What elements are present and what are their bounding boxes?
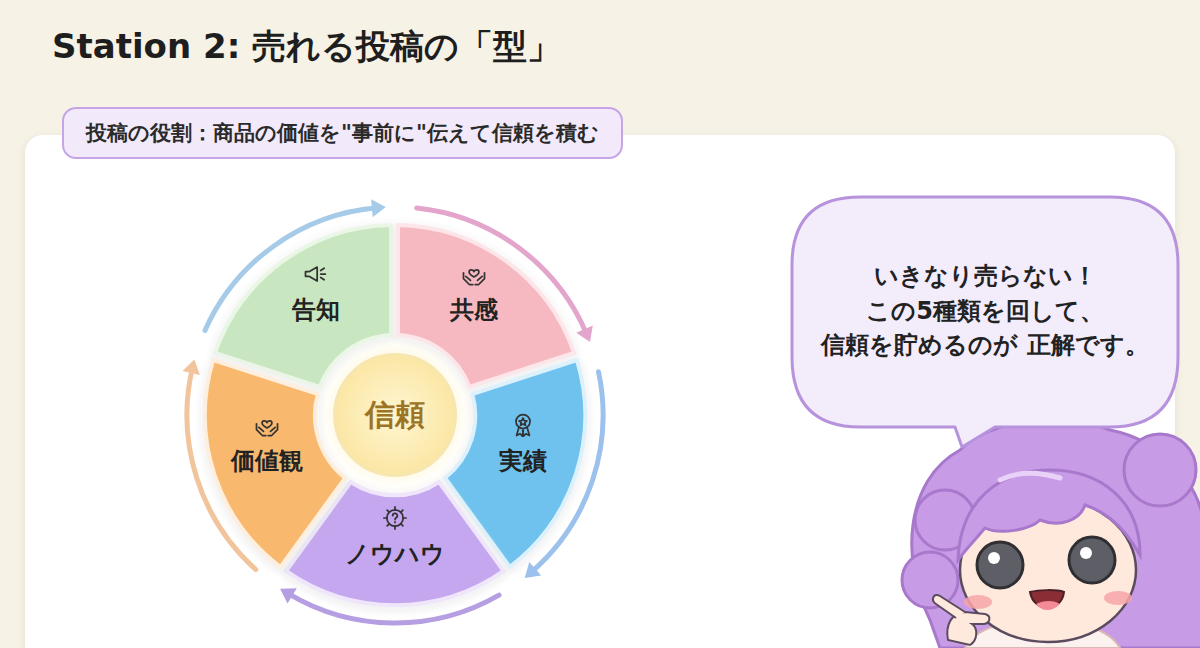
segment-icon (381, 504, 409, 532)
role-banner: 投稿の役割：商品の価値を"事前に"伝えて信頼を積む (62, 107, 623, 159)
cycle-segment: 告知 (211, 221, 395, 391)
arrow-head (525, 562, 541, 578)
banner-text: 投稿の役割：商品の価値を"事前に"伝えて信頼を積む (86, 121, 599, 145)
segment-label: 実績 (499, 445, 547, 477)
segment-label: 価値観 (231, 445, 303, 477)
cycle-segment: 価値観 (201, 356, 349, 571)
speech-bubble: いきなり売らない！ この5種類を回して、 信頼を貯めるのが 正解です。 (790, 195, 1180, 449)
arrow-head (280, 588, 297, 603)
segment-fill (205, 360, 345, 567)
arrow-head (371, 199, 386, 217)
center-label: 信頼 (365, 395, 425, 436)
segment-fill (398, 225, 574, 387)
bubble-text: いきなり売らない！ この5種類を回して、 信頼を貯めるのが 正解です。 (820, 259, 1150, 363)
segment-icon (460, 260, 488, 288)
arrow-head (576, 326, 593, 342)
page-title: Station 2: 売れる投稿の「型」 (52, 24, 561, 70)
segment-icon (253, 411, 281, 439)
segment-icon (302, 260, 330, 288)
segment-icon (509, 411, 537, 439)
arrow-head (182, 359, 200, 375)
center-circle: 信頼 (333, 353, 457, 477)
cycle-segment: 共感 (394, 221, 578, 391)
segment-fill (215, 225, 391, 387)
segment-label: 共感 (450, 294, 498, 326)
bubble-outline (792, 197, 1178, 447)
segment-label: ノウハウ (345, 538, 445, 570)
segment-label: 告知 (292, 294, 340, 326)
